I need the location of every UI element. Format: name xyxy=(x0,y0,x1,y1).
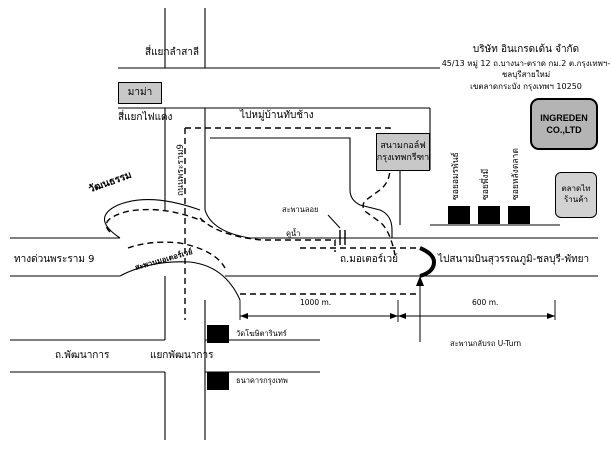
corner-curve xyxy=(204,209,251,239)
u-turn-arrowhead xyxy=(416,276,424,286)
route-dashed xyxy=(105,127,420,320)
landmark-square-2 xyxy=(478,206,500,224)
distance-left-label: 1000 m. xyxy=(300,298,332,307)
landmark-square-4 xyxy=(207,325,229,343)
landmark-square-5 xyxy=(207,372,229,390)
ban-thap-chang-label: ไปหมู่บ้านทับช้าง xyxy=(240,110,314,121)
company-address-2: เขตลาดกระบัง กรุงเทพฯ 10250 xyxy=(470,81,582,91)
to-airport-label: ไปสนามบินสุวรรณภูมิ-ชลบุรี-พัทยา xyxy=(438,254,590,265)
bank-label: ธนาคารกรุงเทพ xyxy=(236,376,288,385)
distance-lines xyxy=(239,300,556,322)
landmark-square-3 xyxy=(508,206,530,224)
maama-box: มาม่า xyxy=(118,82,162,104)
motorway-label: ถ.มอเตอร์เวย์ xyxy=(340,254,399,265)
temple-label: วัดโฆษิตารินทร์ xyxy=(236,329,287,338)
logo-line-2: CO.,LTD xyxy=(546,125,582,135)
top-intersection-label: สี่แยกลำสาลี xyxy=(145,47,200,58)
landmark-square-1 xyxy=(448,206,470,224)
overpass-marker xyxy=(339,230,346,245)
soi-label-3: ซอยหลังตลาด xyxy=(511,148,521,200)
overpass-pointer xyxy=(327,214,341,229)
expressway-label: ทางด่วนพระราม 9 xyxy=(14,254,95,265)
u-turn-label: สะพานกลับรถ U-Turn xyxy=(450,339,522,348)
distance-right-label: 600 m. xyxy=(472,298,499,307)
canal-label: คูน้ำ xyxy=(286,229,301,238)
dist-arrow-4 xyxy=(547,313,555,319)
golf-label-2: กรุงเทพกรีฑา xyxy=(376,153,430,163)
company-info: บริษัท อินเกรดเด้น จำกัด 45/13 หมู่ 12 ถ… xyxy=(440,43,612,92)
interchange-ramp-2 xyxy=(119,261,241,301)
dist-arrow-1 xyxy=(240,313,248,319)
route-segment-a xyxy=(185,127,396,256)
logo-line-1: INGREDEN xyxy=(540,112,588,123)
phatthanakan-junction-label: แยกพัฒนาการ xyxy=(150,350,214,361)
market-label-1: ตลาดไท xyxy=(561,184,591,194)
road-lines xyxy=(10,8,598,440)
company-address-1: 45/13 หมู่ 12 ถ.บางนา-ตราด กม.2 ต.กรุงเท… xyxy=(441,58,611,80)
dist-arrow-3 xyxy=(398,313,406,319)
overpass-label: สะพานลอย xyxy=(282,205,319,214)
fai-daeng-label: สี่แยกไฟแดง xyxy=(118,112,173,123)
route-segment-f xyxy=(127,241,226,269)
u-turn-marker xyxy=(419,246,437,278)
company-logo-box: INGREDEN CO.,LTD xyxy=(530,98,598,150)
dist-arrow-2 xyxy=(390,313,398,319)
soi-label-2: ซอยพึ่งมี xyxy=(481,168,491,200)
maama-label: มาม่า xyxy=(127,87,153,99)
golf-label-1: สนามกอล์ฟ xyxy=(380,140,426,151)
interchange-ramp xyxy=(103,199,201,239)
golf-block-outline xyxy=(210,137,393,238)
route-segment-c xyxy=(199,217,336,252)
market-box: ตลาดไท ร้านค้า xyxy=(555,172,597,218)
rama9-vertical-label: ถนนพระราม9 xyxy=(176,144,186,196)
golf-course-box: สนามกอล์ฟ กรุงเทพกรีฑา xyxy=(376,133,430,171)
market-label-2: ร้านค้า xyxy=(563,195,589,204)
route-segment-e xyxy=(105,208,206,233)
phatthanakan-road-label: ถ.พัฒนาการ xyxy=(55,350,110,361)
soi-label-1: ซอยอมรพันธ์ xyxy=(451,152,461,200)
company-name: บริษัท อินเกรดเด้น จำกัด xyxy=(472,44,580,55)
